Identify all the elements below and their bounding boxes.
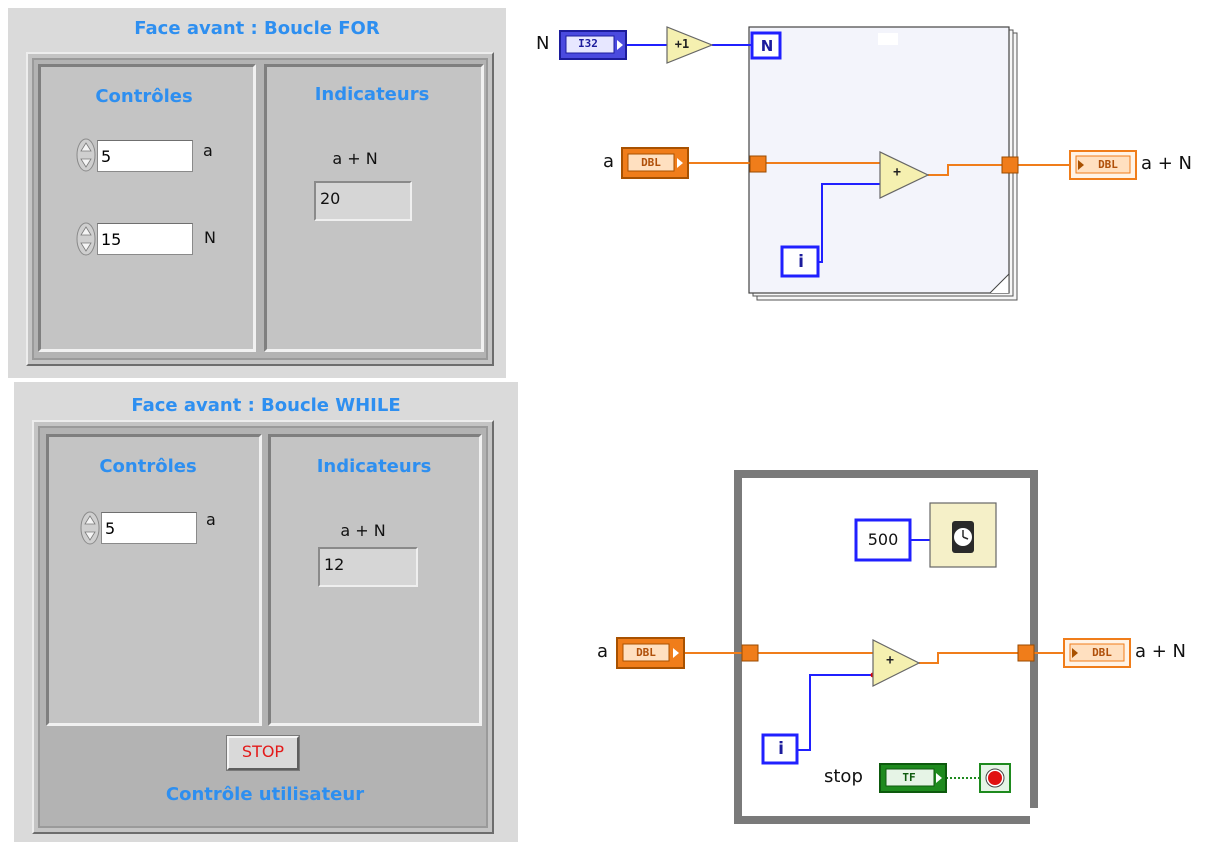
increment-node[interactable]: +1 [674, 37, 690, 51]
while-a-spinner-icon[interactable] [80, 511, 100, 545]
while-out-label: a + N [1135, 641, 1187, 662]
while-out-dbl-indicator[interactable]: DBL [1092, 646, 1112, 659]
for-iteration-terminal[interactable]: i [798, 252, 804, 272]
a-control-input[interactable]: 5 [97, 140, 193, 172]
while-a-control-label: a [206, 510, 216, 529]
while-a-plus-n-indicator-label: a + N [340, 521, 386, 540]
n-control-input[interactable]: 15 [97, 223, 193, 255]
for-loop-diagram [559, 26, 1137, 301]
while-add-node[interactable]: + [886, 653, 894, 668]
stop-tf-terminal[interactable]: TF [902, 771, 916, 784]
user-control-title: Contrôle utilisateur [165, 784, 365, 805]
a-plus-n-indicator: 20 [314, 181, 412, 221]
while-a-control-input[interactable]: 5 [101, 512, 197, 544]
for-add-node[interactable]: + [893, 165, 901, 180]
a-control-label: a [203, 141, 213, 160]
stop-condition-icon[interactable] [980, 764, 1010, 792]
a-spinner-icon[interactable] [76, 138, 96, 172]
wait-ms-icon[interactable] [930, 503, 996, 567]
for-controls-box [38, 64, 256, 352]
for-n-i32-terminal[interactable]: I32 [578, 37, 598, 50]
for-panel-title: Face avant : Boucle FOR [134, 18, 380, 39]
while-panel-title: Face avant : Boucle WHILE [131, 395, 401, 416]
while-a-label: a [597, 641, 609, 662]
n-control-label: N [204, 228, 216, 247]
for-count-terminal[interactable]: N [760, 37, 774, 55]
for-a-dbl-terminal[interactable]: DBL [641, 156, 661, 169]
for-out-dbl-indicator[interactable]: DBL [1098, 158, 1118, 171]
for-n-label: N [536, 33, 550, 54]
while-a-plus-n-indicator: 12 [318, 547, 418, 587]
while-a-dbl-terminal[interactable]: DBL [636, 646, 656, 659]
while-controls-box [46, 434, 262, 726]
for-a-label: a [603, 151, 615, 172]
while-iteration-terminal[interactable]: i [778, 739, 784, 759]
for-out-label: a + N [1141, 153, 1193, 174]
stop-button[interactable]: STOP [227, 736, 299, 770]
while-loop-diagram [616, 470, 1131, 828]
for-indicators-title: Indicateurs [314, 84, 430, 105]
a-plus-n-indicator-label: a + N [332, 149, 378, 168]
wait-ms-constant[interactable]: 500 [867, 530, 899, 549]
for-controls-title: Contrôles [95, 86, 193, 107]
stop-label: stop [824, 766, 863, 787]
while-indicators-title: Indicateurs [316, 456, 432, 477]
n-spinner-icon[interactable] [76, 222, 96, 256]
while-controls-title: Contrôles [99, 456, 197, 477]
